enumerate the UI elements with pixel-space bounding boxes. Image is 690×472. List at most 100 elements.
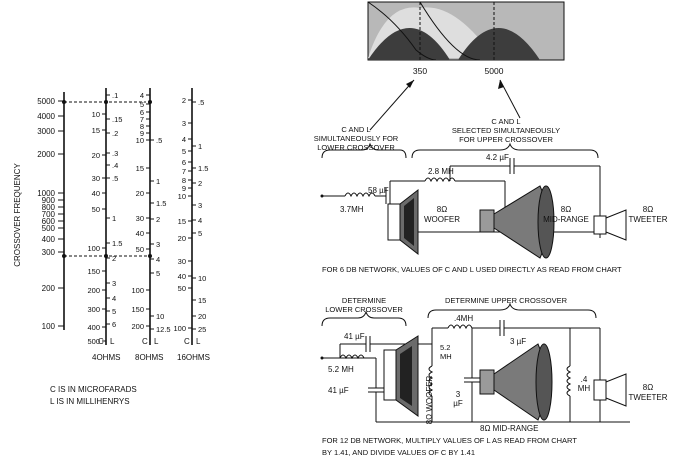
frequency-tick-label: 4000 <box>37 112 55 121</box>
capacitance-tick-label: 20 <box>136 189 144 198</box>
twelve-midrange-label: 8Ω MID-RANGE <box>480 424 538 433</box>
capacitance-tick-label: 20 <box>92 151 100 160</box>
six-c2-label: 4.2 µF <box>486 153 509 162</box>
twelve-l2-label: .4MH <box>454 314 473 323</box>
inductance-tick-label: 10 <box>156 312 164 321</box>
capacitance-tick-label: 30 <box>92 174 100 183</box>
inductance-tick-label: 5 <box>112 307 116 316</box>
capacitance-tick-label: 10 <box>136 136 144 145</box>
frequency-tick-label: 600 <box>42 217 56 226</box>
axis-title: CROSSOVER FREQUENCY <box>13 163 22 267</box>
inductance-tick-label: 2 <box>112 254 116 263</box>
twelve-db-caption-2: BY 1.41, AND DIVIDE VALUES OF C BY 1.41 <box>322 448 475 457</box>
capacitance-tick-label: 100 <box>131 286 144 295</box>
frequency-tick-label: 300 <box>42 248 56 257</box>
inductance-tick-label: 5 <box>156 269 160 278</box>
column-4-ohm-ticks: 101520304050100150200300400500.1.15.2.3.… <box>87 91 122 346</box>
capacitance-tick-label: 3 <box>182 119 186 128</box>
capacitance-tick-label: 10 <box>92 110 100 119</box>
inductance-tick-label: 12.5 <box>156 325 171 334</box>
inductance-tick-label: 20 <box>198 312 206 321</box>
capacitance-tick-label: 9 <box>140 129 144 138</box>
capacitance-tick-label: 8 <box>140 122 144 131</box>
frequency-tick-label: 400 <box>42 235 56 244</box>
capacitance-tick-label: 300 <box>87 305 100 314</box>
capacitance-tick-label: 10 <box>178 192 186 201</box>
capacitance-tick-label: 400 <box>87 323 100 332</box>
capacitance-tick-label: 150 <box>131 305 144 314</box>
col16-c-label: C <box>184 337 190 346</box>
capacitance-tick-label: 200 <box>131 322 144 331</box>
capacitance-tick-label: 40 <box>136 229 144 238</box>
inductance-tick-label: .5 <box>156 136 162 145</box>
inductance-tick-label: 6 <box>112 320 116 329</box>
capacitance-tick-label: 50 <box>92 205 100 214</box>
capacitance-tick-label: 15 <box>178 217 186 226</box>
capacitance-tick-label: 2 <box>182 96 186 105</box>
six-l1-label: 3.7MH <box>340 205 364 214</box>
inductance-tick-label: .3 <box>112 149 118 158</box>
inductance-tick-label: 3 <box>198 201 202 210</box>
inductance-tick-label: .5 <box>198 98 204 107</box>
note-inductance-units: L IS IN MILLIHENRYS <box>50 397 130 406</box>
inductance-tick-label: 3 <box>112 279 116 288</box>
inductance-tick-label: .2 <box>112 129 118 138</box>
inductance-tick-label: 1.5 <box>198 164 208 173</box>
capacitance-tick-label: 4 <box>140 91 144 100</box>
inductance-tick-label: .1 <box>112 91 118 100</box>
col8-ohms-label: 8OHMS <box>135 353 163 362</box>
twelve-db-upper-label: DETERMINE UPPER CROSSOVER <box>445 296 568 305</box>
capacitance-tick-label: 30 <box>178 257 186 266</box>
capacitance-tick-label: 20 <box>178 234 186 243</box>
inductance-tick-label: 2 <box>156 215 160 224</box>
capacitance-tick-label: 30 <box>136 214 144 223</box>
six-c1-label: 58 µF <box>368 186 389 195</box>
frequency-tick-label: 1000 <box>37 189 55 198</box>
capacitance-tick-label: 200 <box>87 286 100 295</box>
capacitance-tick-label: 6 <box>182 158 186 167</box>
frequency-ticks: 5000400030002000100090080070060050040030… <box>37 97 64 331</box>
nomograph-chart: CROSSOVER FREQUENCY 50004000300020001000… <box>13 88 210 406</box>
inductance-tick-label: 1 <box>112 214 116 223</box>
inductance-tick-label: 2 <box>198 179 202 188</box>
col8-c-label: C <box>142 337 148 346</box>
crossover-response-graph: 350 5000 <box>367 1 565 131</box>
column-16-ohm-ticks: 23456789101520304050100.511.523451015202… <box>173 96 208 334</box>
col4-l-label: L <box>110 337 115 346</box>
inductance-tick-label: 1 <box>156 177 160 186</box>
col4-ohms-label: 4OHMS <box>92 353 120 362</box>
frequency-tick-label: 800 <box>42 203 56 212</box>
frequency-tick-label: 5000 <box>37 97 55 106</box>
twelve-woofer-label: 8Ω WOOFER <box>425 375 434 424</box>
frequency-tick-label: 2000 <box>37 150 55 159</box>
capacitance-tick-label: 100 <box>173 324 186 333</box>
inductance-tick-label: 10 <box>198 274 206 283</box>
capacitance-tick-label: 6 <box>140 108 144 117</box>
frequency-tick-label: 100 <box>42 322 56 331</box>
inductance-tick-label: 1 <box>198 142 202 151</box>
capacitance-tick-label: 40 <box>92 189 100 198</box>
capacitance-tick-label: 100 <box>87 244 100 253</box>
twelve-l1-label: 5.2 MH <box>328 365 354 374</box>
capacitance-tick-label: 4 <box>182 135 186 144</box>
inductance-tick-label: .15 <box>112 115 122 124</box>
inductance-tick-label: 3 <box>156 240 160 249</box>
twelve-db-caption-1: FOR 12 DB NETWORK, MULTIPLY VALUES OF L … <box>322 436 577 445</box>
twelve-c2-label: 3 µF <box>510 337 526 346</box>
six-l2-label: 2.8 MH <box>428 167 454 176</box>
twelve-c1-label: 41 µF <box>344 332 365 341</box>
capacitance-tick-label: 5 <box>182 147 186 156</box>
frequency-tick-label: 700 <box>42 210 56 219</box>
capacitance-tick-label: 150 <box>87 267 100 276</box>
inductance-tick-label: 25 <box>198 325 206 334</box>
inductance-tick-label: .5 <box>112 174 118 183</box>
